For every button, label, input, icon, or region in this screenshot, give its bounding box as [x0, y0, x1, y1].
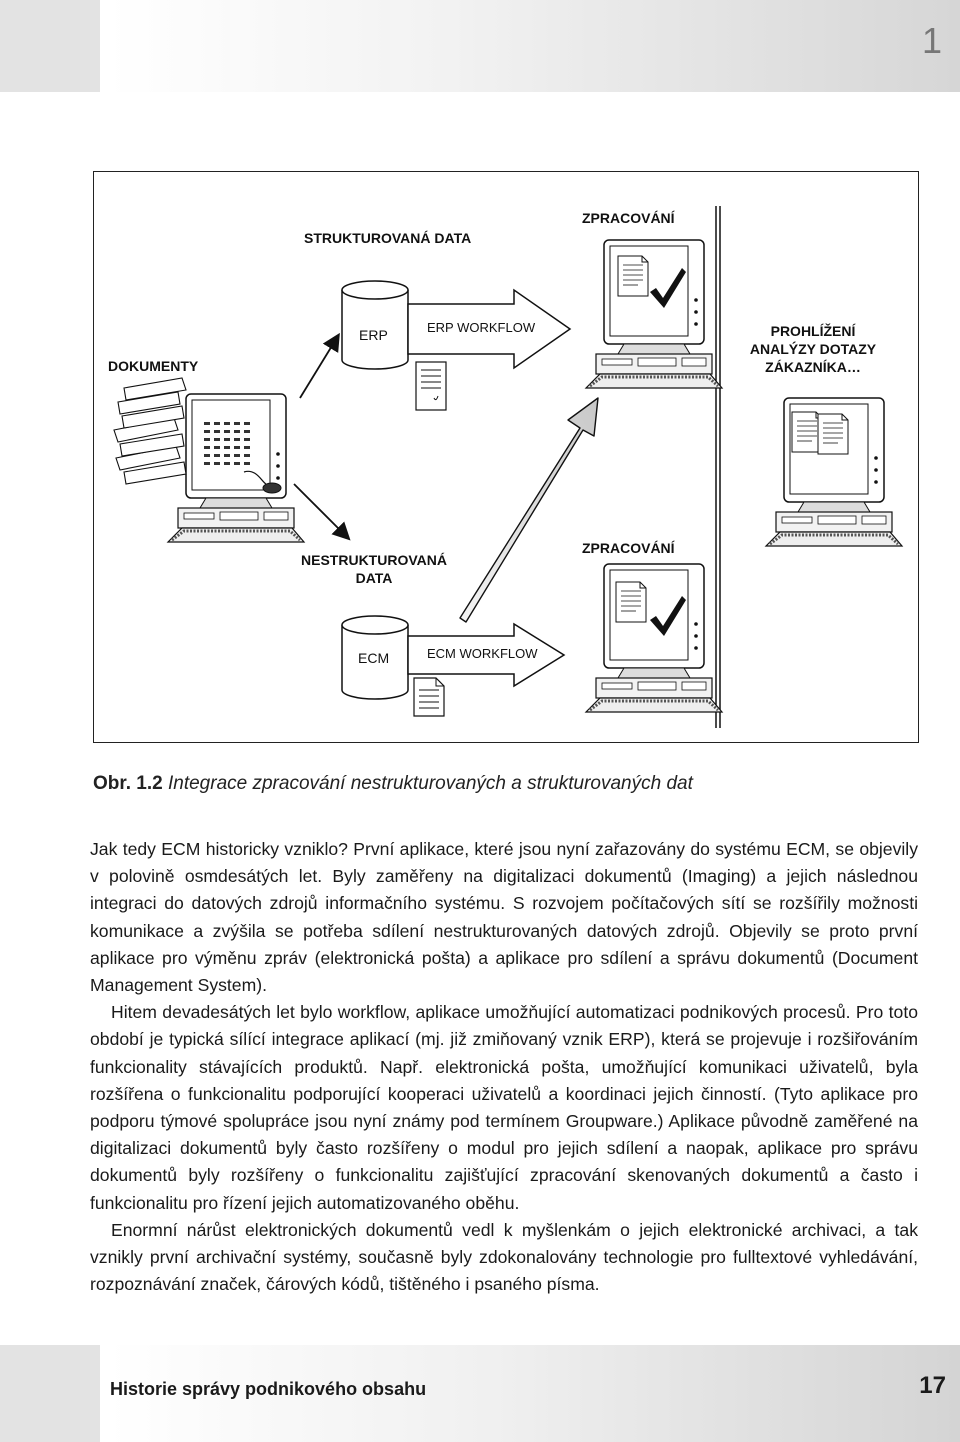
arrow-to-unstructured: [293, 483, 351, 541]
header-left-block: [0, 0, 100, 92]
ecm-database-icon: [341, 615, 409, 700]
computer-viewing-icon: [764, 396, 904, 548]
label-prohlizeni: PROHLÍŽENÍ ANALÝZY DOTAZY ZÁKAZNÍKA…: [749, 323, 877, 375]
ecm-document-icon: [413, 677, 445, 717]
computer-unstructured-processing-icon: [584, 562, 724, 714]
paragraph-1: Jak tedy ECM historicky vzniklo? První a…: [90, 839, 918, 996]
label-erp-workflow: ERP WORKFLOW: [427, 320, 536, 335]
erp-document-icon: [415, 361, 447, 411]
label-strukturovana: STRUKTUROVANÁ DATA: [304, 230, 472, 246]
figure-caption: Obr. 1.2 Integrace zpracování nestruktur…: [93, 773, 693, 795]
label-ecm-workflow: ECM WORKFLOW: [427, 646, 538, 661]
label-nestrukturovana: NESTRUKTUROVANÁ DATA: [301, 552, 447, 586]
body-text: Jak tedy ECM historicky vzniklo? První a…: [90, 836, 918, 1298]
computer-structured-processing-icon: [584, 238, 724, 390]
paragraph-3: Enormní nárůst elektronických dokumentů …: [90, 1219, 918, 1295]
page-number: 17: [919, 1372, 946, 1399]
paper-stack-icon: [113, 377, 187, 485]
footer-band: [108, 1345, 960, 1442]
label-dokumenty: DOKUMENTY: [108, 358, 199, 374]
figure-caption-text: Integrace zpracování nestrukturovaných a…: [167, 773, 693, 794]
mouse-icon: [243, 470, 282, 494]
integration-diagram: [113, 206, 904, 728]
integration-arrow: [459, 397, 599, 623]
header-band: [108, 0, 960, 92]
erp-workflow-arrow: [407, 288, 572, 370]
label-ecm: ECM: [358, 650, 390, 666]
arrow-to-structured: [299, 332, 340, 399]
label-zpracovani-top: ZPRACOVÁNÍ: [582, 210, 675, 226]
footer-left-block: [0, 1345, 100, 1442]
figure-frame: STRUKTUROVANÁ DATA ZPRACOVÁNÍ DOKUMENTY …: [93, 171, 919, 743]
erp-database-icon: [341, 280, 409, 370]
chapter-number: 1: [921, 20, 942, 61]
footer-title: Historie správy podnikového obsahu: [110, 1379, 427, 1399]
computer-scanning-icon: [166, 392, 306, 544]
paragraph-2: Hitem devadesátých let bylo workflow, ap…: [90, 1002, 918, 1213]
ecm-workflow-arrow: [407, 622, 566, 688]
label-zpracovani-bottom: ZPRACOVÁNÍ: [582, 540, 675, 556]
figure-number: Obr. 1.2: [93, 773, 163, 794]
label-erp: ERP: [359, 327, 388, 343]
